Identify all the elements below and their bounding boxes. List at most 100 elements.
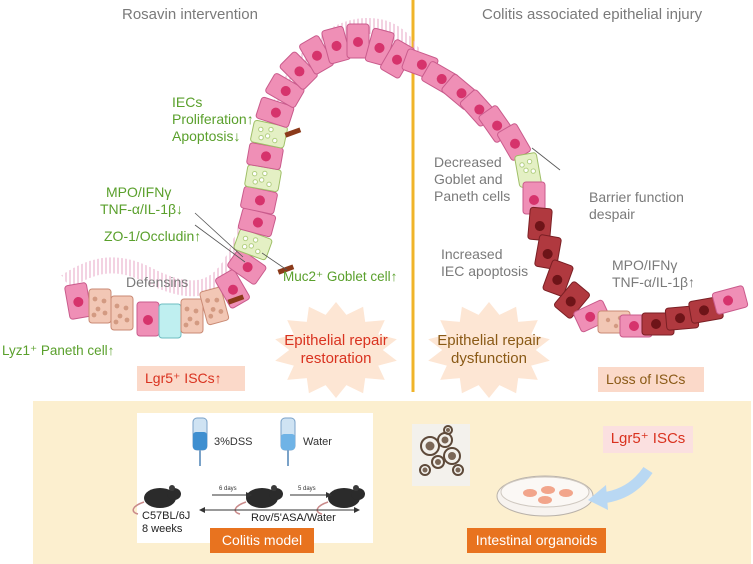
arrow-head — [326, 492, 332, 498]
lgr5-up-box — [137, 366, 245, 391]
organoid-core — [441, 436, 449, 444]
epithelial-cell — [180, 298, 204, 334]
label-defensins: Defensins — [126, 274, 189, 290]
organoid-blob — [443, 425, 453, 435]
organoid-core — [448, 452, 456, 460]
label-decreased-2: Goblet and — [434, 171, 503, 187]
mice — [132, 485, 365, 515]
epithelial-cell — [64, 282, 92, 320]
label-treatment: Rov/5'ASA/Water — [251, 512, 336, 524]
dysfunction-burst — [428, 302, 550, 398]
organoid-blob — [419, 464, 431, 476]
organoid-blob — [452, 464, 464, 476]
organoid-core — [455, 467, 461, 473]
epithelial-cell — [227, 248, 267, 285]
epithelial-cell — [250, 119, 288, 149]
organoid-dot — [541, 486, 555, 494]
label-decreased-1: Decreased — [434, 154, 502, 170]
dysfunction-line-2: dysfunction — [451, 349, 527, 367]
epithelial-cell — [240, 185, 278, 215]
label-zo1-occludin: ZO-1/Occludin↑ — [104, 228, 202, 244]
label-lyz1-paneth: Lyz1⁺ Paneth cell↑ — [2, 343, 115, 358]
label-barrier-2: despair — [589, 206, 635, 222]
restoration-line-2: restoration — [300, 349, 372, 367]
label-lgr5-iscs: Lgr5⁺ ISCs — [610, 430, 686, 447]
epithelial-cell — [514, 152, 542, 188]
label-iecs: IECs — [172, 94, 203, 110]
colitis-model-label: Colitis model — [221, 532, 303, 548]
label-increased-2: IEC apoptosis — [441, 263, 529, 279]
tight-junction-mark — [227, 294, 245, 305]
epithelial-cell — [522, 181, 546, 215]
curved-arrow-head — [588, 485, 608, 510]
organoid-blob — [431, 455, 445, 469]
label-repair-dysfunction: Epithelial repair dysfunction — [426, 332, 552, 367]
tight-junction-mark — [284, 127, 302, 138]
epithelial-cell — [554, 281, 590, 319]
mouse-icon — [132, 485, 181, 515]
epithelial-cell — [527, 206, 553, 242]
restoration-burst — [275, 302, 397, 398]
label-tnf-il-left: TNF-α/IL-1β↓ — [100, 201, 184, 217]
label-loss-of-iscs: Loss of ISCs — [606, 371, 686, 387]
organoid-blobs — [419, 425, 464, 476]
label-proliferation: Proliferation↑ — [172, 111, 254, 127]
label-apoptosis: Apoptosis↓ — [172, 128, 241, 144]
epithelial-cell — [265, 73, 305, 108]
label-mpo-ifn-left: MPO/IFNγ — [106, 184, 172, 200]
healthy-epithelium — [64, 23, 415, 339]
epithelial-cell — [542, 259, 574, 297]
goblet-loss-pointer — [531, 147, 561, 171]
label-6days: 6 days — [219, 486, 237, 492]
organoid-dot — [523, 489, 537, 497]
organoid-dot — [538, 496, 552, 504]
lgr5-iscs-box — [603, 426, 693, 453]
label-tnf-il-right: TNF-α/IL-1β↑ — [612, 274, 696, 290]
arrow-head — [354, 507, 360, 513]
damaged-epithelium — [401, 48, 749, 338]
organoids-button — [467, 528, 606, 553]
epithelial-cell — [279, 51, 318, 90]
mouse-icon — [234, 485, 283, 515]
organoid-blob — [443, 447, 461, 465]
header-left: Rosavin intervention — [122, 6, 258, 23]
epithelial-cell — [158, 303, 182, 339]
label-dss: 3%DSS — [214, 436, 253, 448]
organoid-core — [435, 459, 441, 465]
epithelial-cell — [136, 301, 160, 337]
label-decreased-3: Paneth cells — [434, 188, 511, 204]
goblet-pointer — [261, 252, 288, 271]
epithelial-cell — [110, 295, 134, 331]
water-bottle — [280, 417, 296, 466]
label-repair-restoration: Epithelial repair restoration — [273, 332, 399, 367]
epithelial-cell — [237, 207, 277, 238]
epithelial-cell — [255, 96, 295, 128]
epithelial-cell — [199, 286, 230, 326]
label-mpo-ifn-right: MPO/IFNγ — [612, 257, 678, 273]
arrow-head — [199, 507, 205, 513]
label-mouse-strain: C57BL/6J — [142, 510, 191, 522]
label-5days: 5 days — [298, 486, 316, 492]
organoids-label: Intestinal organoids — [475, 532, 598, 548]
organoid-dot — [559, 489, 573, 497]
label-water: Water — [303, 436, 332, 448]
organoid-core — [446, 428, 450, 432]
petri-dish — [496, 475, 594, 517]
label-increased-1: Increased — [441, 246, 503, 262]
zo1-pointer — [194, 212, 244, 258]
mouse-icon — [316, 485, 365, 515]
epithelial-cell — [321, 25, 352, 65]
epithelial-cell — [88, 288, 112, 324]
colitis-model-button — [210, 528, 314, 553]
label-barrier-1: Barrier function — [589, 189, 684, 205]
colitis-model-panel — [137, 413, 373, 543]
organoid-core — [425, 441, 435, 451]
loss-of-iscs-box — [598, 367, 704, 392]
epithelial-cell — [711, 285, 749, 315]
label-muc2-goblet: Muc2⁺ Goblet cell↑ — [283, 269, 398, 284]
epithelial-cell — [346, 23, 370, 59]
organoid-core — [422, 467, 428, 473]
header-right: Colitis associated epithelial injury — [482, 6, 703, 23]
organoid-blob — [420, 436, 440, 456]
